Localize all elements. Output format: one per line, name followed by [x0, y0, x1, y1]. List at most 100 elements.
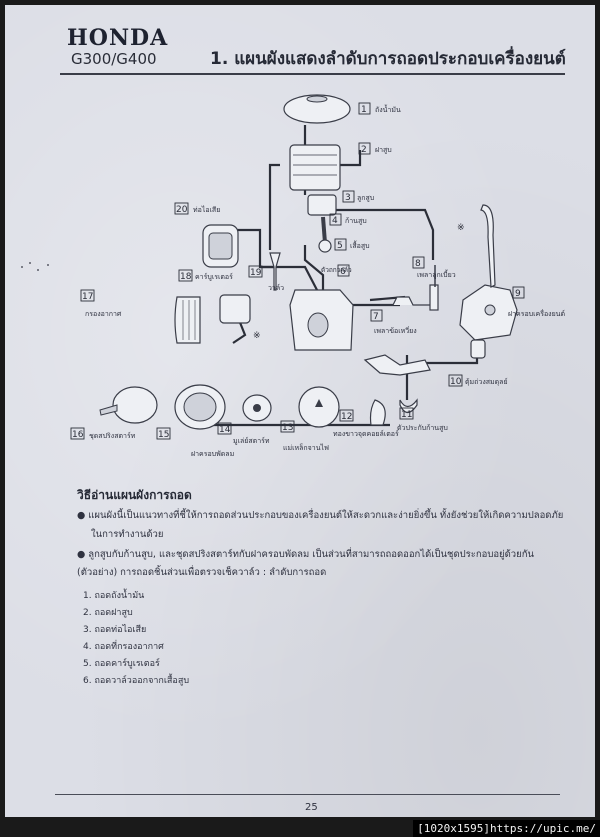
part-callout-13: 13 แม่เหล็กจานไฟ [280, 420, 329, 452]
part-label: ลูกสูบ [357, 194, 374, 202]
part-number: 8 [415, 259, 421, 269]
part-label: กรองอากาศ [85, 310, 122, 318]
part-callout-3: 3 ลูกสูบ [342, 190, 374, 203]
piston-shape [307, 194, 337, 216]
pushrod-shape [480, 204, 496, 288]
wire-2-19 [268, 163, 280, 250]
fuel-cap-shape [306, 95, 328, 103]
valve-shape [269, 252, 281, 291]
step-item: 3. ถอดท่อไอเสีย [83, 625, 147, 635]
part-number: 7 [373, 312, 379, 322]
part-label: ฝาสูบ [375, 146, 392, 154]
part-number: 4 [332, 216, 338, 226]
crank-bottom-shape [363, 354, 431, 376]
part-number: 5 [337, 241, 343, 251]
part-number: 14 [219, 425, 231, 435]
part-number: 19 [250, 268, 262, 278]
air-cleaner-shape [174, 296, 201, 344]
section-title: วิธีอ่านแผนผังการถอด [77, 488, 192, 502]
part-label: ทองขาวจุดคอยล์เตอร์ [333, 430, 399, 438]
footer-rule [55, 794, 560, 795]
part-label: ตัวถกวาล์ว [321, 266, 352, 274]
fuel-tank-shape [283, 94, 351, 124]
part-callout-20: 20 ท่อไอเสีย [174, 202, 220, 215]
part-callout-19: 19 วาล์ว [248, 265, 284, 292]
part-callout-1: 1 ถังน้ำมัน [358, 102, 401, 115]
brand-logo: HONDA [67, 25, 169, 51]
part-callout-5: 5 เสื้อสูบ [334, 238, 370, 251]
manual-page: HONDA G300/G400 1. แผนผังแสดงลำดับการถอด… [5, 5, 595, 817]
wire-3-8 [335, 208, 435, 260]
part-label: ก้านสูบ [345, 217, 367, 225]
part-label: คาร์บูเรเตอร์ [195, 273, 233, 281]
part-callout-6: 6ตัวถกวาล์ว [321, 264, 352, 277]
watermark: [1020x1595]https://upic.me/ [413, 820, 600, 837]
step-item: 2. ถอดฝาสูบ [83, 608, 133, 618]
bullet-1-line-1: ● แผนผังนี้เป็นแนวทางที่ชี้ให้การถอดส่วน… [77, 510, 564, 521]
page-number: 25 [305, 802, 318, 813]
page-title: 1. แผนผังแสดงลำดับการถอดประกอบเครื่องยนต… [210, 49, 566, 69]
part-callout-2: 2 ฝาสูบ [358, 142, 392, 155]
step-list: 1. ถอดถังน้ำมัน 2. ถอดฝาสูบ 3. ถอดท่อไอเ… [83, 588, 189, 690]
part-callout-15: 15 ฝาครอบพัดลม [156, 427, 234, 458]
part-number: 18 [180, 272, 192, 282]
part-label: เพลาลูกเบี้ยว [417, 268, 456, 279]
part-label: ตุ้มถ่วงสมดุลย์ [465, 378, 508, 386]
part-number: 17 [82, 292, 93, 302]
bullet-2-line-1: ● ลูกสูบกับก้านสูบ, และชุดสปริงสตาร์ทกับ… [77, 549, 534, 560]
camshaft-shape [429, 284, 439, 311]
step-item: 6. ถอดวาล์วออกจากเสื้อสูบ [83, 676, 190, 686]
ignition-coil-shape [369, 399, 386, 426]
part-number: 20 [176, 205, 188, 215]
part-number: 11 [401, 410, 412, 420]
recoil-starter-shape [112, 386, 158, 424]
disassembly-diagram: 1 ถังน้ำมัน 2 ฝาสูบ 3 ลูกสูบ 4 ก้านสูบ 5 เสื้… [70, 94, 565, 458]
part-callout-4: 4 ก้านสูบ [329, 213, 367, 226]
balancer-shape [470, 339, 486, 359]
part-number: 16 [72, 430, 84, 440]
part-number: 2 [361, 145, 367, 155]
part-label: วาล์ว [268, 284, 284, 292]
part-number: 13 [282, 423, 293, 433]
speckles [19, 260, 59, 280]
part-callout-9: 9 ฝาครอบเครื่องยนต์ [508, 286, 565, 318]
wire-5-6 [303, 245, 325, 290]
part-callout-11: 11 ตัวประกับก้านสูบ [397, 407, 448, 432]
part-callout-7: 7 เพลาข้อเหวี่ยง [370, 309, 417, 335]
part-label: แม่เหล็กจานไฟ [283, 443, 329, 452]
part-number: 12 [341, 412, 352, 422]
part-number: 15 [158, 430, 169, 440]
part-number: 3 [345, 193, 351, 203]
bullet-1-line-2: ในการทำงานด้วย [91, 529, 164, 540]
crankshaft-shape [380, 296, 435, 306]
step-item: 5. ถอดคาร์บูเรเตอร์ [83, 659, 160, 669]
part-number: 9 [515, 289, 521, 299]
step-item: 1. ถอดถังน้ำมัน [83, 591, 145, 601]
asterisk-mark-2: ※ [457, 223, 465, 233]
wire-10 [425, 355, 479, 365]
carburetor-shape [219, 294, 251, 324]
part-label: เสื้อสูบ [350, 239, 370, 250]
part-label: เพลาข้อเหวี่ยง [374, 326, 417, 335]
part-label: ถังน้ำมัน [375, 103, 401, 114]
part-label: ฝาครอบพัดลม [191, 450, 234, 458]
asterisk-mark-1: ※ [253, 331, 261, 341]
part-label: ฝาครอบเครื่องยนต์ [508, 309, 565, 318]
bullet-2-line-2: (ตัวอย่าง) การถอดชิ้นส่วนเพื่อตรวจเช็ควา… [77, 567, 327, 578]
part-label: ท่อไอเสีย [193, 205, 220, 214]
conrod-shape [321, 216, 327, 244]
part-label: มูเล่ย์สตาร์ท [233, 437, 270, 445]
part-callout-14: 14มูเล่ย์สตาร์ท [217, 422, 270, 445]
part-callout-12: 12 ทองขาวจุดคอยล์เตอร์ [333, 409, 399, 438]
part-number: 1 [361, 105, 367, 115]
part-number: 10 [450, 377, 462, 387]
step-item: 4. ถอดที่กรองอากาศ [83, 642, 164, 652]
part-callout-17: 17 กรองอากาศ [80, 289, 122, 318]
model-number: G300/G400 [71, 50, 157, 68]
part-number: 6 [340, 267, 346, 277]
part-label: ตัวประกับก้านสูบ [397, 424, 448, 432]
